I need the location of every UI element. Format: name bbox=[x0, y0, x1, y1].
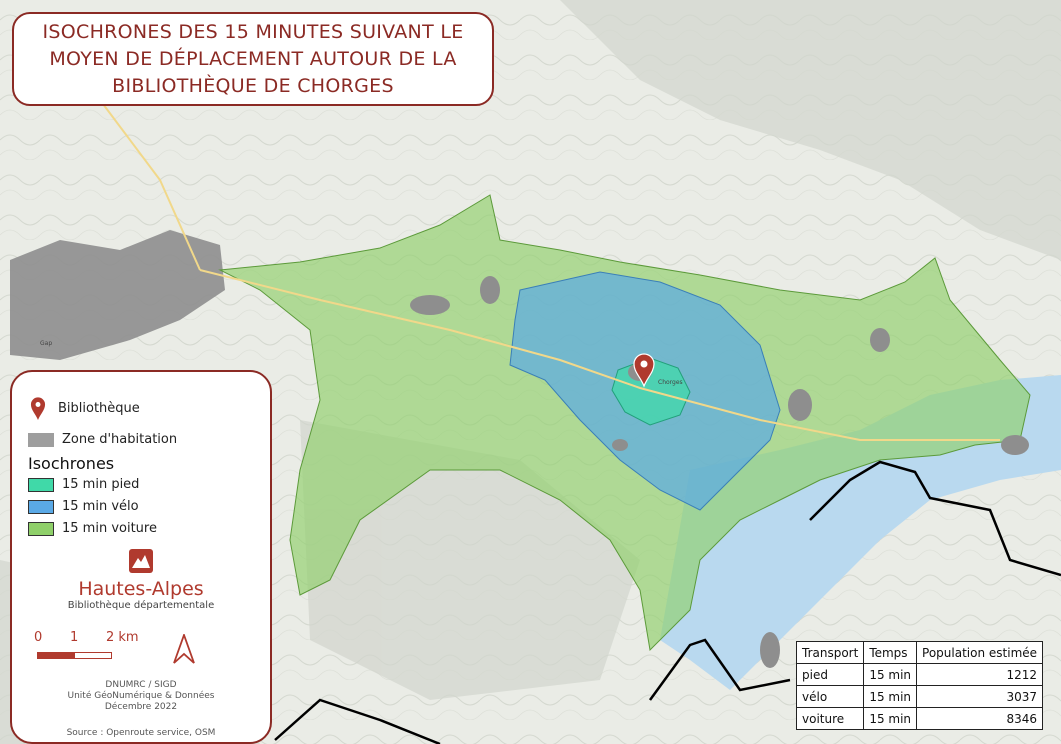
table-cell-transport: voiture bbox=[795, 707, 865, 730]
title-line-2: MOYEN DE DÉPLACEMENT AUTOUR DE LA bbox=[49, 47, 457, 70]
table-cell-temps: 15 min bbox=[863, 663, 918, 686]
table-header-population: Population estimée bbox=[916, 641, 1044, 664]
table-row: voiture 15 min 8346 bbox=[795, 707, 1044, 730]
credits: DNUMRC / SIGD Unité GéoNumérique & Donné… bbox=[12, 680, 270, 713]
legend-pied-label: 15 min pied bbox=[62, 477, 140, 492]
scale-segment-1 bbox=[37, 652, 75, 659]
title-line-3: BIBLIOTHÈQUE DE CHORGES bbox=[112, 74, 394, 97]
logo-name: Hautes-Alpes bbox=[78, 578, 204, 600]
departement-boundary-sw bbox=[274, 698, 441, 744]
hautes-alpes-logo-icon bbox=[129, 549, 153, 573]
table-cell-population: 3037 bbox=[916, 685, 1044, 708]
logo-subtitle: Bibliothèque départementale bbox=[67, 600, 215, 611]
velo-swatch bbox=[28, 499, 54, 514]
credit-line-2: Unité GéoNumérique & Données bbox=[67, 691, 215, 701]
legend-velo: 15 min vélo bbox=[28, 499, 139, 514]
place-label-gap: Gap bbox=[40, 340, 52, 347]
map-title: ISOCHRONES DES 15 MINUTES SUIVANT LE MOY… bbox=[12, 12, 494, 106]
table-header-row: Transport Temps Population estimée bbox=[795, 641, 1044, 664]
table-cell-temps: 15 min bbox=[863, 685, 918, 708]
table-cell-population: 1212 bbox=[916, 663, 1044, 686]
scale-segment-2 bbox=[74, 652, 112, 659]
legend-bibliotheque-label: Bibliothèque bbox=[58, 400, 140, 416]
legend-voiture: 15 min voiture bbox=[28, 521, 157, 536]
voiture-swatch bbox=[28, 521, 54, 536]
scale-label-2: 2 km bbox=[106, 630, 139, 645]
table-cell-transport: pied bbox=[795, 663, 865, 686]
legend-bibliotheque: Bibliothèque bbox=[28, 396, 140, 420]
settlements bbox=[410, 276, 1029, 668]
north-arrow-icon bbox=[173, 634, 195, 664]
scale-bar: 0 1 2 km bbox=[34, 630, 154, 664]
legend-isochrones-heading: Isochrones bbox=[28, 454, 115, 473]
credit-line-3: Décembre 2022 bbox=[104, 702, 178, 712]
table-cell-population: 8346 bbox=[916, 707, 1044, 730]
map-pin-icon bbox=[30, 397, 46, 420]
roads bbox=[99, 99, 1000, 441]
legend-habitation-label: Zone d'habitation bbox=[62, 432, 178, 447]
population-table: Transport Temps Population estimée pied … bbox=[795, 641, 1044, 730]
departement-boundary bbox=[809, 460, 1061, 577]
legend-panel: Bibliothèque Zone d'habitation Isochrone… bbox=[10, 370, 272, 744]
gap-urban-area bbox=[10, 230, 225, 360]
legend-velo-label: 15 min vélo bbox=[62, 499, 139, 514]
hautes-alpes-logo: Hautes-Alpes Bibliothèque départementale bbox=[12, 548, 270, 611]
table-row: vélo 15 min 3037 bbox=[795, 685, 1044, 708]
table-header-temps: Temps bbox=[863, 641, 918, 664]
table-cell-temps: 15 min bbox=[863, 707, 918, 730]
lake-serre-poncon bbox=[660, 375, 1061, 690]
departement-boundary-south bbox=[648, 638, 791, 701]
legend-voiture-label: 15 min voiture bbox=[62, 521, 157, 536]
table-cell-transport: vélo bbox=[795, 685, 865, 708]
legend-habitation: Zone d'habitation bbox=[28, 432, 177, 447]
habitation-swatch bbox=[28, 432, 54, 447]
legend-pied: 15 min pied bbox=[28, 477, 139, 492]
scale-label-1: 1 bbox=[70, 630, 79, 645]
table-header-transport: Transport bbox=[795, 641, 865, 664]
credit-source: Source : Openroute service, OSM bbox=[66, 728, 216, 738]
title-line-1: ISOCHRONES DES 15 MINUTES SUIVANT LE bbox=[42, 20, 464, 43]
credit-line-1: DNUMRC / SIGD bbox=[105, 680, 177, 690]
library-marker-icon[interactable] bbox=[633, 353, 655, 388]
pied-swatch bbox=[28, 477, 54, 492]
scale-label-0: 0 bbox=[34, 630, 43, 645]
table-row: pied 15 min 1212 bbox=[795, 663, 1044, 686]
place-label-chorges: Chorges bbox=[658, 379, 683, 386]
